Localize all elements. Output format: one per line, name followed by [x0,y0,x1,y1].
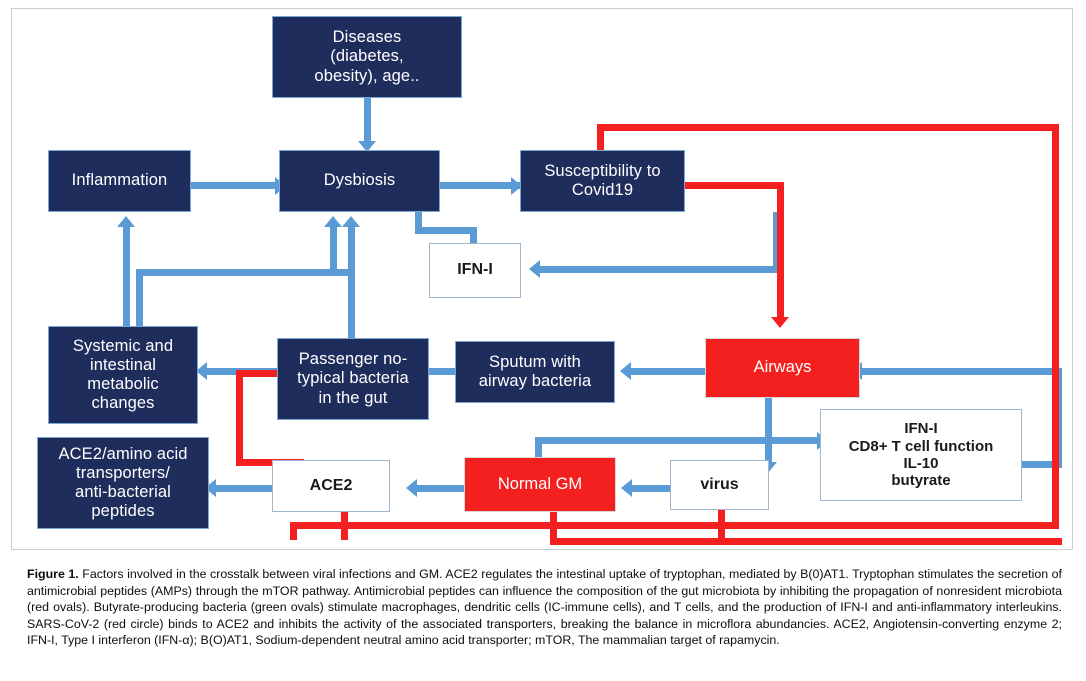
connector-airways-immunepanel [535,437,825,444]
arrowhead-systemic-inflammation [117,216,135,227]
red-virus-drop [718,505,725,545]
red-loop-bottom-upper [290,522,1059,529]
node-ifn1[interactable]: IFN-I [429,243,521,298]
node-ace2[interactable]: ACE2 [272,460,390,512]
node-airways-label: Airways [753,358,812,377]
connector-systemic-inflammation [123,225,130,335]
red-loop-top [597,124,1059,131]
arrowhead-ace2-ace2amino [205,479,216,497]
node-diseases[interactable]: Diseases(diabetes,obesity), age.. [272,16,462,98]
figure-border [11,8,1073,550]
connector-inflammation-dysbiosis [190,182,280,189]
red-susceptibility-airways-a [684,182,784,189]
connector-immunepanel-airways-a [1020,368,1062,375]
connector-normalgm-ace2 [415,485,465,492]
node-airways[interactable]: Airways [705,338,860,398]
arrowhead-dysbiosis-susceptibility [511,177,522,195]
node-diseases-label: Diseases(diabetes,obesity), age.. [314,28,420,85]
connector-susceptibility-ifn1-b [540,266,780,273]
connector-immunepanel-airways-c [1000,461,1062,468]
arrowhead-passenger-systemic [196,362,207,380]
red-ace2amino-passenger-c [236,459,304,466]
red-ace2amino-passenger-b [236,370,243,465]
arrowhead-diseases-dysbiosis [358,141,376,152]
red-susceptibility-airways-b [777,182,784,322]
red-loop-top-left-drop [597,124,604,156]
arrowhead-susceptibility-ifn1 [529,260,540,278]
red-loop-right [1052,124,1059,529]
figure-caption-text: Factors involved in the crosstalk betwee… [27,567,1062,648]
figure-caption-label: Figure 1. [27,567,79,581]
arrowhead-normalgm-ace2 [406,479,417,497]
arrowhead-virus-normalgm [621,479,632,497]
arrowhead-red-airways [771,317,789,328]
connector-sputum-passenger [424,368,484,375]
arrowhead-passenger-dysbiosis-a [342,216,360,227]
connector-dysbiosis-ifn1-b [415,227,477,234]
arrowhead-airways-sputum [620,362,631,380]
connector-immunepanel-airways-d [860,368,1025,375]
red-bottom-lower [550,538,1062,545]
connector-airways-sputum [629,368,709,375]
connector-ace2-ace2amino [214,485,274,492]
node-normal-gm[interactable]: Normal GM [464,457,616,512]
red-ace2amino-passenger-a [236,370,291,377]
connector-passenger-dysbiosis-b [330,225,337,273]
connector-passenger-dysbiosis-a [348,225,355,340]
node-ace2-label: ACE2 [309,476,353,494]
connector-dysbiosis-susceptibility [440,182,522,189]
node-inflammation-label: Inflammation [71,171,168,190]
figure-panel: Diseases(diabetes,obesity), age.. Inflam… [11,8,1073,550]
node-ifn1-label: IFN-I [457,261,493,279]
node-dysbiosis[interactable]: Dysbiosis [279,150,440,212]
connector-diseases-dysbiosis [364,98,371,146]
connector-airways-virus-trunk [765,397,772,467]
connector-dysbiosis-ifn1-c [470,227,477,245]
connector-midline-left-drop [136,269,143,335]
connector-passenger-join [330,269,355,276]
connector-dysbiosis-ifn1-a [415,212,422,234]
connector-susceptibility-ifn1-a [773,212,780,272]
connector-midline-left [136,269,336,276]
node-inflammation[interactable]: Inflammation [48,150,191,212]
red-loop-bottom-step [290,522,297,540]
connector-virus-normalgm [630,485,705,492]
node-dysbiosis-label: Dysbiosis [323,171,396,190]
node-normal-gm-label: Normal GM [497,474,583,493]
arrowhead-passenger-dysbiosis-b [324,216,342,227]
figure-caption: Figure 1. Factors involved in the crosst… [27,566,1062,649]
node-virus-label: virus [700,475,739,493]
red-normalgm-riser [550,510,557,542]
node-virus[interactable]: virus [670,460,769,510]
connector-normalgm-riser [535,437,542,463]
red-ace2-riser [341,510,348,540]
